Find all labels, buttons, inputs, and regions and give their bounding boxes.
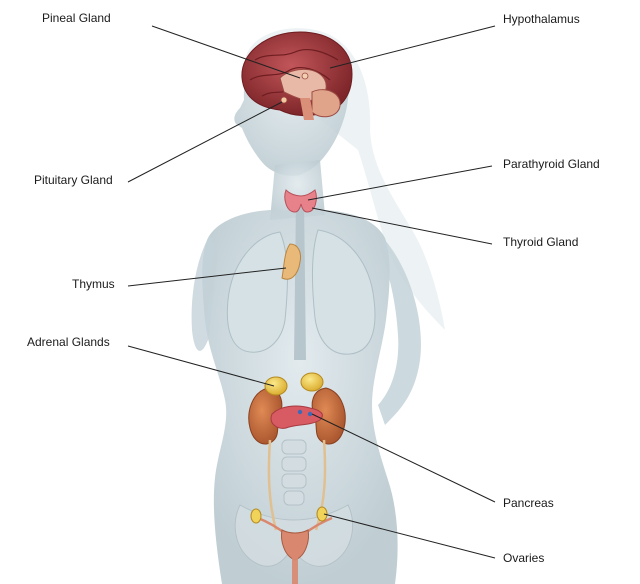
- pituitary-gland: [280, 96, 288, 104]
- left-lung: [226, 231, 288, 353]
- label-hypothalamus: Hypothalamus: [503, 12, 580, 26]
- label-pineal-gland: Pineal Gland: [42, 11, 111, 25]
- right-kidney: [311, 387, 346, 445]
- label-thymus: Thymus: [72, 277, 115, 291]
- label-adrenal-glands: Adrenal Glands: [27, 335, 110, 349]
- leader-lines: [127, 25, 496, 559]
- leader-pineal: [151, 25, 301, 79]
- label-pituitary-gland: Pituitary Gland: [34, 173, 113, 187]
- left-adrenal-gland: [264, 376, 288, 396]
- leader-thyroid: [311, 207, 493, 245]
- label-thyroid-gland: Thyroid Gland: [503, 235, 579, 249]
- left-ureter: [267, 439, 278, 531]
- thyroid-gland: [284, 189, 317, 213]
- leader-thymus: [127, 267, 287, 287]
- brain: [241, 31, 353, 120]
- leader-ovaries: [323, 513, 496, 559]
- left-ovary: [250, 508, 262, 524]
- leader-adrenal: [127, 345, 275, 387]
- right-arm-silhouette: [378, 240, 421, 425]
- right-lung: [311, 229, 376, 355]
- leader-pituitary: [127, 101, 283, 183]
- thymus-gland: [281, 243, 301, 280]
- left-arm-silhouette: [191, 235, 218, 351]
- trachea: [294, 200, 306, 360]
- right-adrenal-gland: [300, 372, 324, 392]
- leader-hypothalamus: [329, 25, 496, 69]
- pineal-gland: [301, 72, 309, 80]
- uterus: [281, 529, 309, 561]
- pancreas: [270, 405, 323, 429]
- right-ovary: [316, 506, 328, 522]
- right-ureter: [314, 439, 327, 531]
- leader-parathyroid: [307, 165, 493, 201]
- left-kidney: [248, 387, 283, 445]
- leader-pancreas: [311, 413, 496, 503]
- label-parathyroid-gland: Parathyroid Gland: [503, 157, 600, 171]
- spine: [281, 439, 307, 506]
- label-pancreas: Pancreas: [503, 496, 554, 510]
- label-ovaries: Ovaries: [503, 551, 545, 565]
